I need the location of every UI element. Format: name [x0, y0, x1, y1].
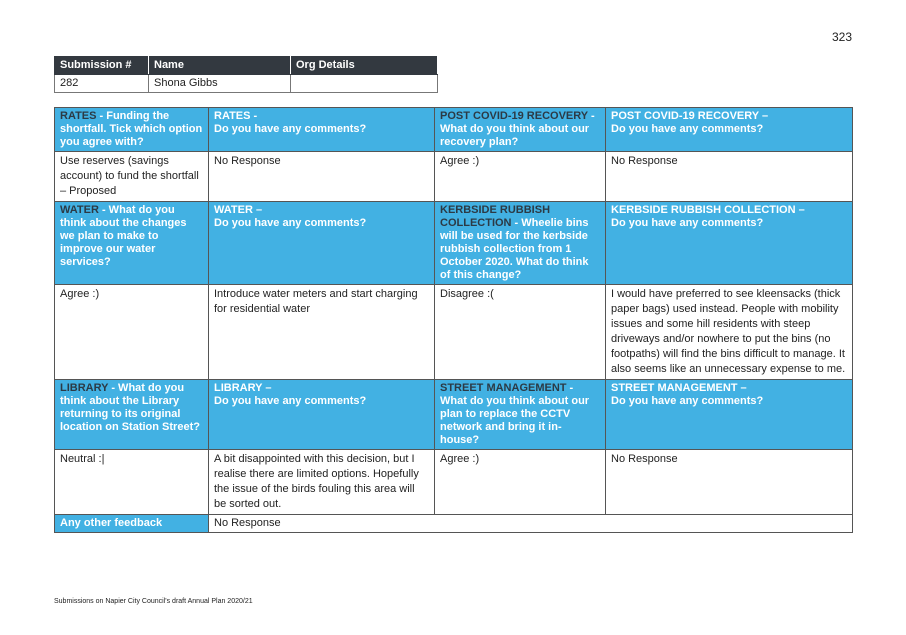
answer-cell: Agree :) — [54, 284, 209, 380]
question-topic: POST COVID-19 RECOVERY — [440, 110, 588, 122]
answer-cell: No Response — [208, 151, 435, 202]
question-cell: RATES - Do you have any comments? — [208, 107, 435, 152]
answer-cell: A bit disappointed with this decision, b… — [208, 449, 435, 515]
answer-cell: Disagree :( — [434, 284, 606, 380]
question-cell: KERBSIDE RUBBISH COLLECTION – Do you hav… — [605, 201, 853, 285]
answer-cell: Introduce water meters and start chargin… — [208, 284, 435, 380]
submission-number: 282 — [54, 74, 149, 93]
submitter-name: Shona Gibbs — [148, 74, 291, 93]
question-cell: WATER - What do you think about the chan… — [54, 201, 209, 285]
org-details — [290, 74, 438, 93]
responses-table: RATES - Funding the shortfall. Tick whic… — [54, 107, 853, 533]
question-topic: WATER — [60, 204, 99, 216]
answer-row: Agree :)Introduce water meters and start… — [54, 284, 853, 380]
answer-row: Neutral :|A bit disappointed with this d… — [54, 449, 853, 515]
question-topic: RATES — [60, 110, 97, 122]
question-topic: KERBSIDE RUBBISH COLLECTION — [440, 204, 551, 229]
question-cell: LIBRARY - What do you think about the Li… — [54, 379, 209, 450]
answer-cell: No Response — [605, 449, 853, 515]
submission-table: Submission # Name Org Details 282 Shona … — [54, 56, 438, 93]
answer-cell: Neutral :| — [54, 449, 209, 515]
question-cell: POST COVID-19 RECOVERY - What do you thi… — [434, 107, 606, 152]
question-text: KERBSIDE RUBBISH COLLECTION – Do you hav… — [611, 204, 805, 229]
submission-header: Submission # — [54, 56, 149, 75]
footer: Submissions on Napier City Council's dra… — [54, 598, 253, 605]
question-row: WATER - What do you think about the chan… — [54, 201, 853, 285]
org-header: Org Details — [290, 56, 438, 75]
question-text: - What do you think about our plan to re… — [440, 382, 590, 446]
answer-cell: Agree :) — [434, 151, 606, 202]
question-topic: LIBRARY — [60, 382, 109, 394]
question-cell: STREET MANAGEMENT – Do you have any comm… — [605, 379, 853, 450]
question-text: WATER – Do you have any comments? — [214, 204, 367, 229]
answer-cell: Agree :) — [434, 449, 606, 515]
question-text: LIBRARY – Do you have any comments? — [214, 382, 367, 407]
other-feedback-label: Any other feedback — [54, 514, 209, 533]
name-header: Name — [148, 56, 291, 75]
question-text: STREET MANAGEMENT – Do you have any comm… — [611, 382, 764, 407]
question-text: POST COVID-19 RECOVERY – Do you have any… — [611, 110, 769, 135]
answer-cell: I would have preferred to see kleensacks… — [605, 284, 853, 380]
other-feedback-value: No Response — [208, 514, 853, 533]
answer-row: Use reserves (savings account) to fund t… — [54, 151, 853, 202]
question-cell: KERBSIDE RUBBISH COLLECTION - Wheelie bi… — [434, 201, 606, 285]
page-number: 323 — [831, 30, 852, 44]
question-cell: LIBRARY – Do you have any comments? — [208, 379, 435, 450]
question-cell: WATER – Do you have any comments? — [208, 201, 435, 285]
question-row: LIBRARY - What do you think about the Li… — [54, 379, 853, 450]
question-topic: STREET MANAGEMENT — [440, 382, 567, 394]
question-text: - What do you think about the changes we… — [60, 204, 187, 268]
question-cell: POST COVID-19 RECOVERY – Do you have any… — [605, 107, 853, 152]
question-text: RATES - Do you have any comments? — [214, 110, 367, 135]
question-cell: RATES - Funding the shortfall. Tick whic… — [54, 107, 209, 152]
question-row: RATES - Funding the shortfall. Tick whic… — [54, 107, 853, 152]
question-text: - What do you think about our recovery p… — [440, 110, 595, 148]
answer-cell: Use reserves (savings account) to fund t… — [54, 151, 209, 202]
question-cell: STREET MANAGEMENT - What do you think ab… — [434, 379, 606, 450]
question-text: - Funding the shortfall. Tick which opti… — [60, 110, 203, 148]
question-text: - Wheelie bins will be used for the kerb… — [440, 217, 589, 281]
answer-cell: No Response — [605, 151, 853, 202]
question-text: - What do you think about the Library re… — [60, 382, 200, 433]
